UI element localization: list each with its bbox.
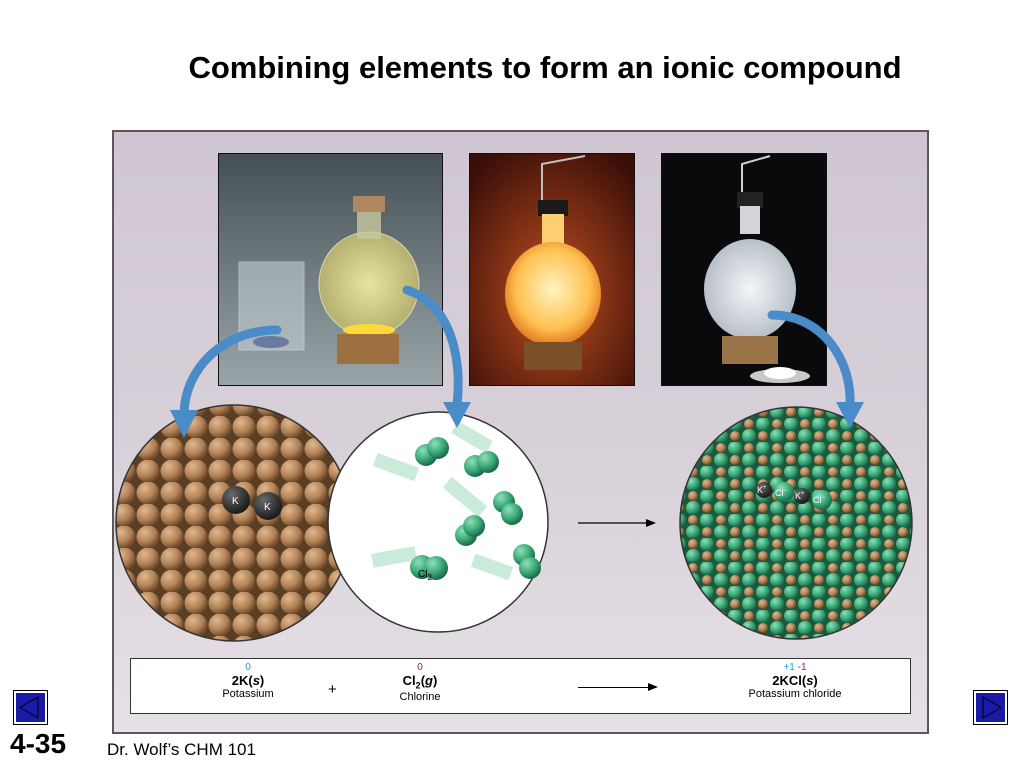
reactant2-oxidation: 0 [417, 662, 423, 673]
footer-course: Dr. Wolf’s CHM 101 [107, 740, 256, 759]
k-atom-label-2: K [264, 502, 271, 513]
cl2-label: Cl2 [418, 569, 432, 582]
k-atom-1 [222, 486, 250, 514]
triangle-right-icon [982, 696, 1002, 719]
equation-box [130, 658, 911, 714]
reaction-arrow-figure [578, 519, 656, 527]
triangle-left-icon [19, 696, 39, 719]
next-slide-button[interactable] [973, 690, 1008, 725]
reactant1-block: 0 2K(s) Potassium [200, 662, 296, 700]
k-ion-1 [756, 482, 772, 498]
reaction-arrow-equation [578, 687, 648, 688]
cl-ion-label-1: Cl− [775, 488, 788, 498]
k-ion-2 [794, 488, 810, 504]
molecular-view: K K Cl2 K+ Cl− K+ Cl− [115, 285, 913, 642]
product-name: Potassium chloride [748, 688, 842, 700]
previous-slide-button[interactable] [13, 690, 48, 725]
photo-potassium-and-chlorine [218, 153, 443, 386]
k-ion-label-1: K+ [757, 485, 767, 495]
k-ion-label-2: K+ [795, 491, 805, 501]
kcl-lattice: K+ Cl− K+ Cl− [679, 406, 913, 640]
k-atom-2 [254, 492, 282, 520]
product-oxidation: +1 -1 [735, 662, 855, 673]
reactant1-formula: 2K(s) [231, 673, 265, 688]
product-oxidation-negative: -1 [797, 662, 807, 673]
plus-sign: + [328, 681, 337, 698]
reactant2-block: 0 Cl2(g) Chlorine [372, 662, 468, 703]
photo-reaction-flask [469, 153, 635, 386]
reaction-arrowhead-equation [648, 683, 658, 691]
cl-ion-2 [812, 490, 832, 510]
zoom-arrows [179, 285, 855, 420]
cl-ion-label-2: Cl− [813, 495, 826, 505]
chlorine-gas: Cl2 [327, 411, 549, 633]
potassium-lattice: K K [115, 404, 353, 642]
zoom-arrowheads [170, 402, 864, 438]
product-formula: 2KCl(s) [772, 673, 818, 688]
product-block: +1 -1 2KCl(s) Potassium chloride [735, 662, 855, 700]
product-oxidation-positive: +1 [783, 662, 795, 673]
reactant2-name: Chlorine [399, 690, 441, 703]
k-atom-label-1: K [232, 496, 239, 507]
reactant2-formula: Cl2(g) [402, 673, 438, 691]
cl-ion-1 [774, 482, 794, 502]
reactant1-name: Potassium [222, 688, 274, 700]
slide-number: 4-35 [10, 728, 67, 759]
slide-title: Combining elements to form an ionic comp… [188, 50, 902, 85]
reactant1-oxidation: 0 [245, 662, 251, 673]
